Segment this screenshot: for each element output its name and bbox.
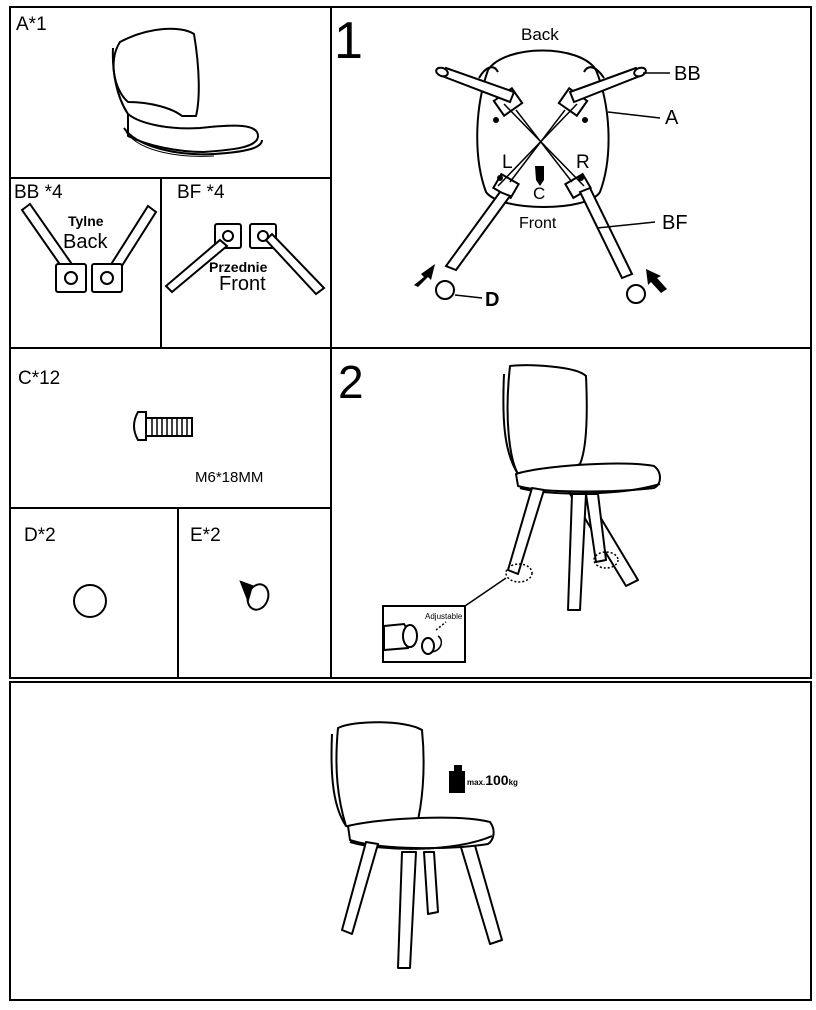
adjustable-detail-inset: Adjustable (382, 577, 507, 663)
step-1-back-label: Back (521, 25, 559, 44)
foot-pad-icon (73, 584, 107, 618)
front-legs-step-1 (444, 186, 634, 280)
part-c-label: C*12 (18, 368, 60, 389)
callout-bf-label: BF (662, 212, 688, 234)
max-load-prefix: max. (467, 778, 485, 787)
screw-icon (535, 166, 544, 186)
bolt-icon (133, 411, 193, 441)
part-c-spec: M6*18MM (195, 469, 263, 486)
part-c-panel: C*12 M6*18MM (18, 368, 263, 486)
part-e-panel: E*2 (190, 525, 270, 611)
part-bb-panel: BB *4 Tylne Back (14, 182, 158, 293)
part-bb-label: BB *4 (14, 182, 63, 203)
part-bf-label-polish: Przednie (209, 259, 268, 275)
adjustable-label: Adjustable (425, 612, 463, 621)
step-2-number: 2 (338, 356, 364, 408)
part-bf-label: BF *4 (177, 182, 225, 203)
assembled-chair-illustration (330, 721, 503, 969)
part-d-panel: D*2 (24, 525, 107, 618)
part-bb-label-polish: Tylne (68, 213, 104, 229)
part-d-label: D*2 (24, 525, 56, 546)
callout-lines (454, 72, 670, 299)
max-load-label: max.100kg (467, 772, 518, 788)
front-leg-pair-illustration (164, 223, 326, 296)
step-2-panel: 2 Adjustable (338, 356, 661, 663)
seat-shell-illustration (111, 27, 263, 157)
callout-bb-label: BB (674, 63, 701, 85)
max-load-value: 100 (485, 772, 509, 788)
weight-icon (449, 765, 465, 793)
part-e-label: E*2 (190, 525, 221, 546)
callout-a-label: A (665, 107, 679, 129)
adjustable-glide-icon (239, 580, 270, 611)
max-load-unit: kg (509, 778, 518, 787)
step-1-number: 1 (334, 12, 363, 70)
part-bf-panel: BF *4 Przednie Front (164, 182, 326, 296)
step-1-left-label: L (502, 152, 513, 173)
step-1-front-label: Front (519, 215, 557, 232)
back-legs-step-1 (435, 66, 647, 104)
back-leg-pair-illustration (20, 202, 158, 293)
part-bb-label-english: Back (63, 231, 108, 253)
adjustment-indicators (505, 551, 619, 583)
step-1-panel: 1 Back (334, 12, 701, 311)
panel-borders (9, 6, 812, 1001)
final-assembled-panel: max.100kg (330, 721, 518, 969)
part-a-panel: A*1 (16, 14, 263, 157)
arrow-icons (414, 264, 667, 293)
step-1-right-label: R (576, 152, 590, 173)
foot-pads-step-1 (435, 280, 646, 304)
diagonal-bolt-lines (497, 103, 585, 187)
part-a-label: A*1 (16, 14, 47, 35)
chair-side-illustration (502, 364, 661, 611)
callout-d-label: D (485, 289, 499, 311)
part-bf-label-english: Front (219, 273, 266, 295)
step-1-screw-label: C (533, 184, 545, 203)
